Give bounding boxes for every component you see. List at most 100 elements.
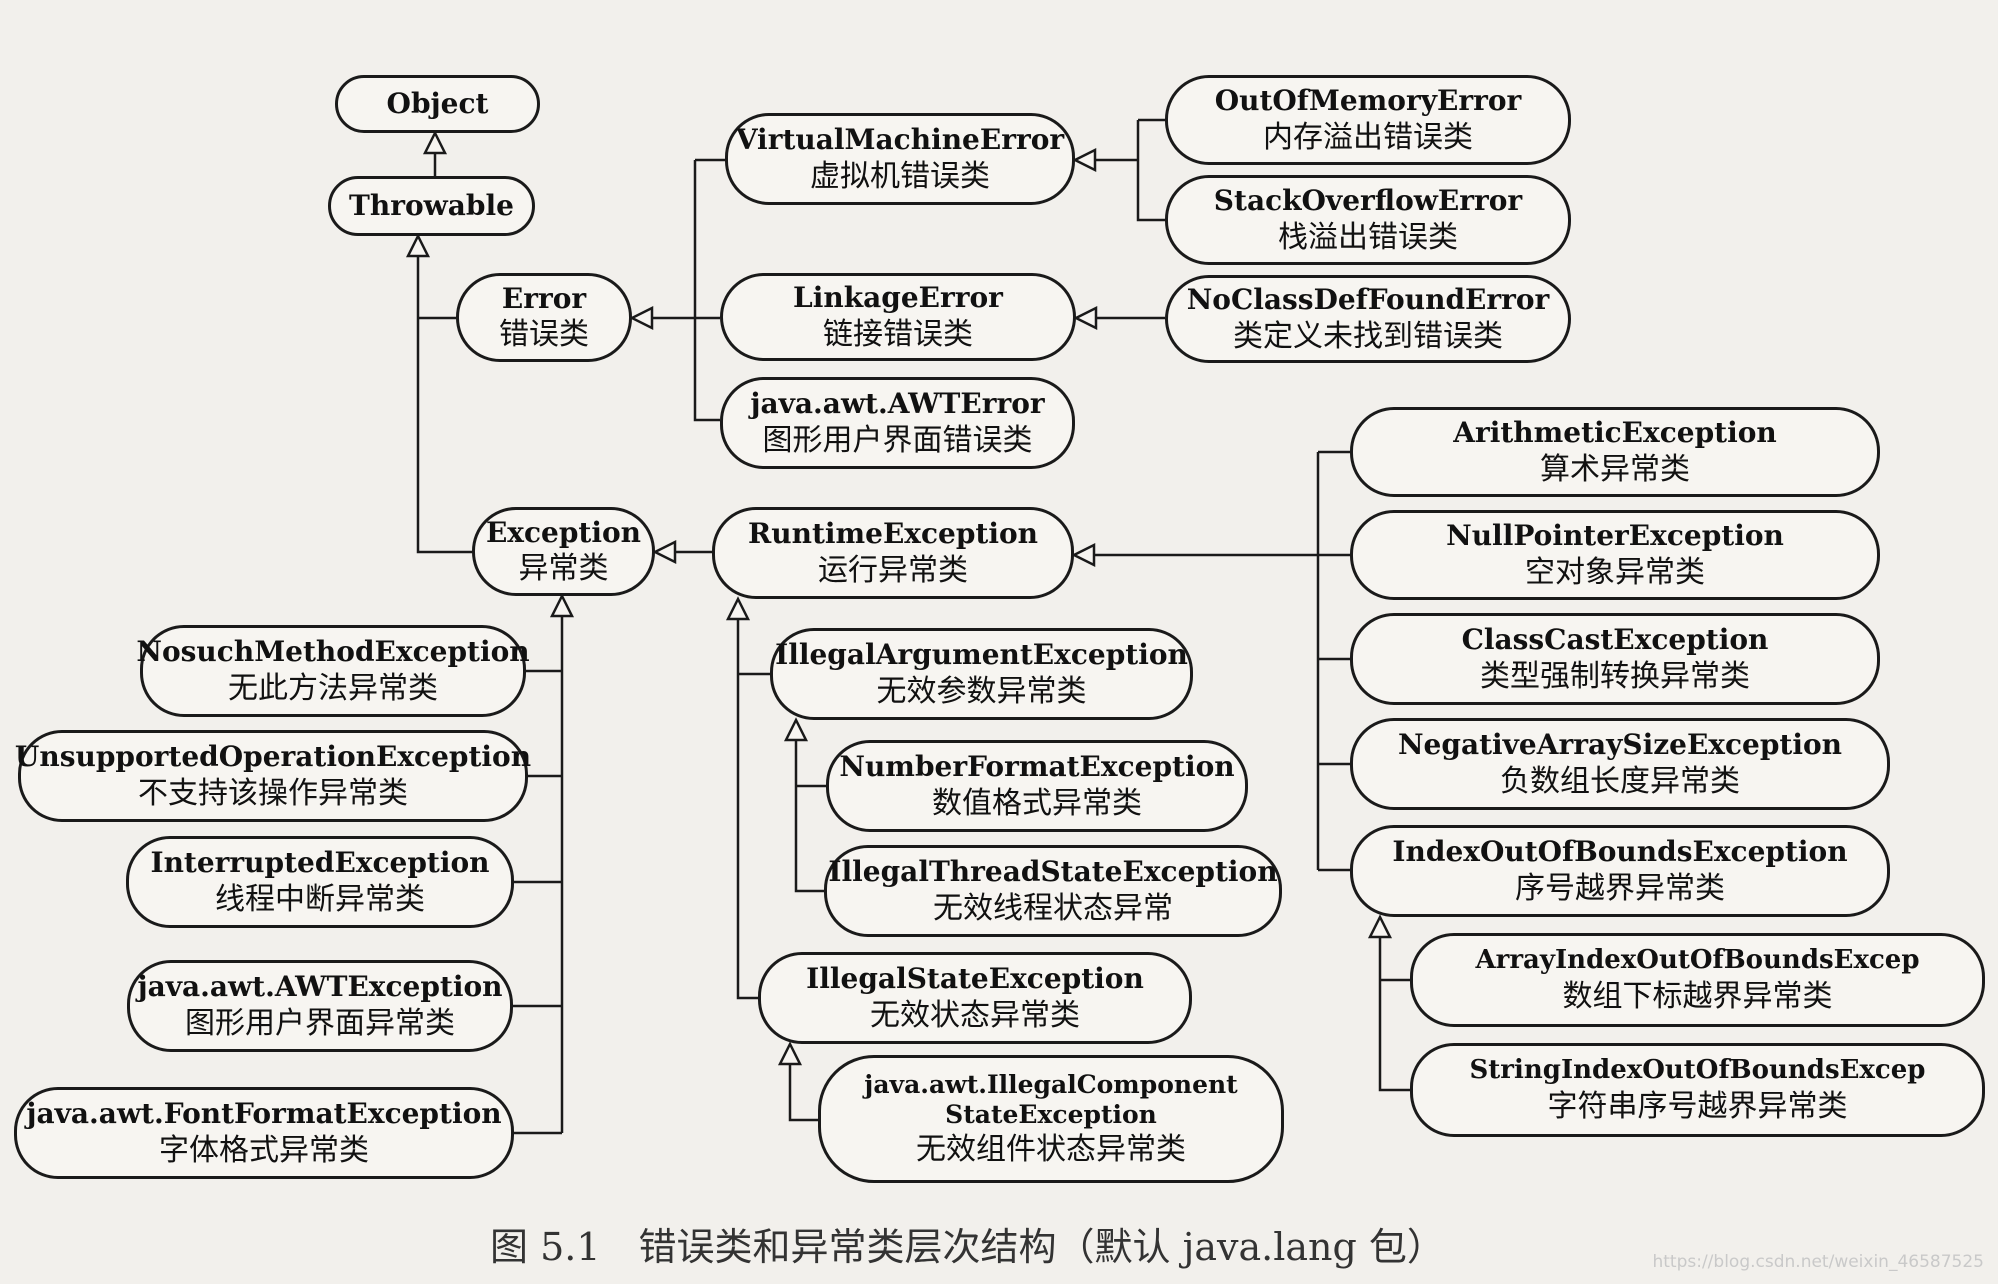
arrow-runtime-right [1071,542,1096,568]
arrow-ioobe [1367,914,1393,939]
node-so-error-en: StackOverflowError [1213,184,1523,218]
node-throwable: Throwable [328,176,535,236]
node-oom-error: OutOfMemoryError 内存溢出错误类 [1165,75,1571,165]
node-itse: IllegalThreadStateException 无效线程状态异常 [824,845,1282,937]
node-awt-error-en: java.awt.AWTError [750,387,1045,421]
node-exception: Exception 异常类 [472,507,655,596]
arrow-object [422,130,448,155]
node-itse-zh: 无效线程状态异常 [933,890,1173,926]
node-ffe: java.awt.FontFormatException 字体格式异常类 [14,1087,514,1179]
node-error-en: Error [501,281,587,315]
arrow-linkage-error [1073,305,1098,331]
node-object: Object [335,75,540,133]
node-ie-en: InterruptedException [150,846,490,880]
node-uoe-zh: 不支持该操作异常类 [138,775,408,811]
node-vm-error-en: VirtualMachineError [735,123,1065,157]
node-ioobe: IndexOutOfBoundsException 序号越界异常类 [1350,825,1890,917]
node-vm-error: VirtualMachineError 虚拟机错误类 [725,113,1075,205]
node-so-error-zh: 栈溢出错误类 [1278,219,1458,255]
node-nase-zh: 负数组长度异常类 [1500,763,1740,799]
node-linkage-error-zh: 链接错误类 [823,316,973,352]
node-throwable-en: Throwable [349,189,514,223]
figure-caption: 图 5.1 错误类和异常类层次结构（默认 java.lang 包） [490,1225,1445,1269]
node-awt-error-zh: 图形用户界面错误类 [762,422,1033,458]
node-cce-zh: 类型强制转换异常类 [1480,658,1750,694]
node-so-error: StackOverflowError 栈溢出错误类 [1165,175,1571,265]
arrow-exception [652,539,677,565]
node-arithmetic-exception: ArithmeticException 算术异常类 [1350,407,1880,497]
node-linkage-error-en: LinkageError [793,281,1003,315]
node-ise-en: IllegalStateException [806,962,1144,996]
node-nfe: NumberFormatException 数值格式异常类 [826,740,1248,832]
node-icse-zh: 无效组件状态异常类 [916,1132,1186,1167]
node-nsme: NosuchMethodException 无此方法异常类 [136,625,530,717]
arrow-exception-bottom [549,593,575,618]
node-ise-zh: 无效状态异常类 [870,997,1080,1033]
edge-sioobe-ioobe [1378,937,1410,1092]
node-iae-en: IllegalArgumentException [775,638,1188,672]
node-object-en: Object [386,87,489,121]
edge-awt-error [693,160,720,422]
node-oom-error-zh: 内存溢出错误类 [1263,119,1473,155]
edge-ise-runtime [736,619,758,1000]
node-sioobe: StringIndexOutOfBoundsExcep 字符串序号越界异常类 [1410,1043,1985,1137]
node-uoe: UnsupportedOperationException 不支持该操作异常类 [15,730,531,822]
node-awt-exception-en: java.awt.AWTException [137,970,503,1004]
arrow-throwable [405,233,431,258]
node-ffe-zh: 字体格式异常类 [159,1132,369,1168]
node-nase-en: NegativeArraySizeException [1397,728,1843,762]
edge-exception-throwable [416,256,472,554]
node-nase: NegativeArraySizeException 负数组长度异常类 [1350,718,1890,810]
node-ncdf-error-zh: 类定义未找到错误类 [1233,318,1503,354]
node-npe-en: NullPointerException [1446,519,1784,553]
node-runtime-exception-zh: 运行异常类 [818,552,968,588]
node-oom-error-en: OutOfMemoryError [1214,84,1522,118]
arrow-ise [777,1041,803,1066]
node-runtime-exception: RuntimeException 运行异常类 [712,507,1074,599]
node-ie: InterruptedException 线程中断异常类 [126,836,514,928]
node-nsme-zh: 无此方法异常类 [228,670,438,706]
node-sioobe-en: StringIndexOutOfBoundsExcep [1469,1055,1926,1086]
node-exception-en: Exception [485,515,642,549]
node-nfe-zh: 数值格式异常类 [932,785,1142,821]
node-arithmetic-exception-en: ArithmeticException [1453,416,1777,450]
node-error: Error 错误类 [456,273,632,362]
node-nfe-en: NumberFormatException [839,750,1235,784]
node-ioobe-en: IndexOutOfBoundsException [1392,835,1848,869]
node-iae: IllegalArgumentException 无效参数异常类 [770,628,1193,720]
node-ncdf-error-en: NoClassDefFoundError [1186,283,1550,317]
node-awt-exception-zh: 图形用户界面异常类 [185,1005,455,1041]
node-arithmetic-exception-zh: 算术异常类 [1540,451,1690,487]
arrow-vm-error [1072,147,1097,173]
node-aioobe-zh: 数组下标越界异常类 [1562,978,1833,1014]
node-ncdf-error: NoClassDefFoundError 类定义未找到错误类 [1165,275,1571,363]
node-linkage-error: LinkageError 链接错误类 [720,273,1076,361]
arrow-error [629,305,654,331]
node-exception-zh: 异常类 [518,551,609,587]
node-vm-error-zh: 虚拟机错误类 [810,158,990,194]
node-aioobe-en: ArrayIndexOutOfBoundsExcep [1475,945,1920,976]
node-runtime-exception-en: RuntimeException [747,517,1039,551]
node-ioobe-zh: 序号越界异常类 [1515,870,1725,906]
edge-icse-ise [788,1064,818,1122]
edge-itse-iae [794,740,824,893]
node-awt-exception: java.awt.AWTException 图形用户界面异常类 [127,960,513,1052]
node-error-zh: 错误类 [499,317,589,353]
node-npe-zh: 空对象异常类 [1525,554,1705,590]
watermark: https://blog.csdn.net/weixin_46587525 [1652,1252,1984,1272]
node-sioobe-zh: 字符串序号越界异常类 [1547,1088,1848,1124]
arrow-iae [783,717,809,742]
node-ffe-en: java.awt.FontFormatException [26,1097,502,1131]
node-aioobe: ArrayIndexOutOfBoundsExcep 数组下标越界异常类 [1410,933,1985,1027]
node-cce-en: ClassCastException [1461,623,1769,657]
node-icse: java.awt.IllegalComponent StateException… [818,1055,1284,1183]
arrow-runtime-bottom [725,596,751,621]
node-npe: NullPointerException 空对象异常类 [1350,510,1880,600]
edge-so-vm [1136,120,1165,222]
node-awt-error: java.awt.AWTError 图形用户界面错误类 [720,377,1075,469]
node-icse-en: java.awt.IllegalComponent StateException [864,1070,1238,1129]
node-iae-zh: 无效参数异常类 [876,673,1087,709]
node-ie-zh: 线程中断异常类 [215,881,425,917]
